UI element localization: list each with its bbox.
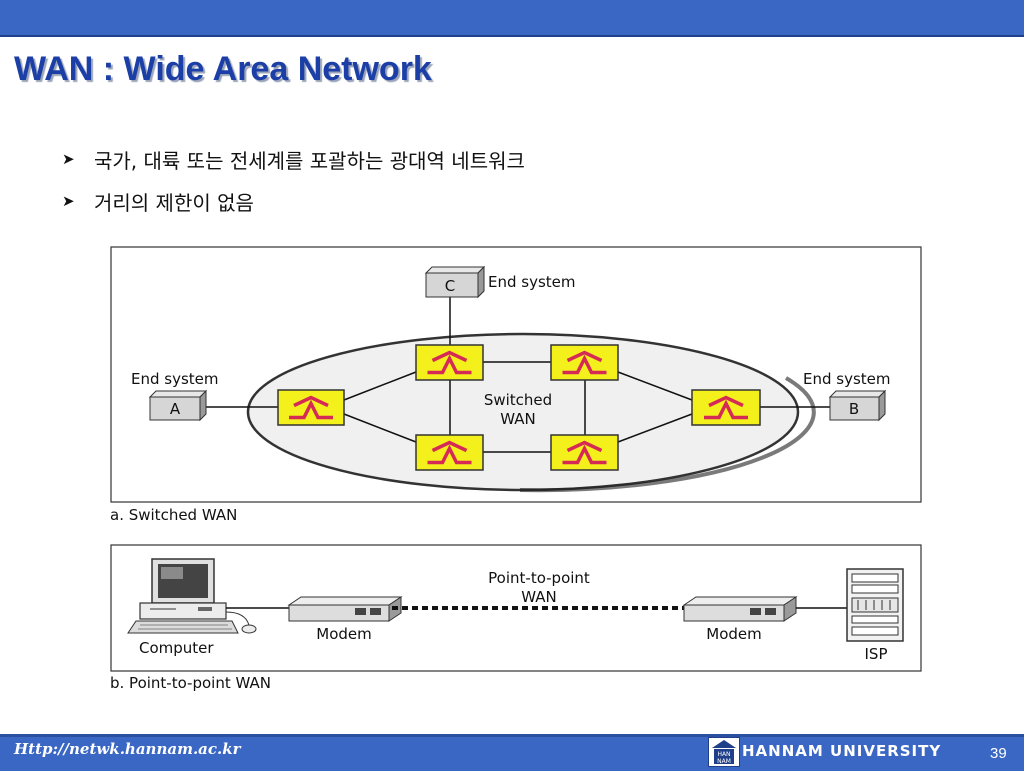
wan-links — [205, 297, 830, 453]
slide-title: WAN : Wide Area Network — [14, 50, 432, 88]
isp-label: ISP — [865, 645, 888, 663]
bullet-text: 거리의 제한이 없음 — [94, 190, 254, 215]
switch-node — [550, 434, 619, 471]
computer-label: Computer — [139, 639, 214, 657]
end-system-a-letter: A — [170, 400, 181, 418]
modem-icon — [287, 596, 403, 622]
bullet-list: ➤ 국가, 대륙 또는 전세계를 포괄하는 광대역 네트워크 ➤ 거리의 제한이… — [62, 138, 525, 222]
figure-a-caption: a. Switched WAN — [110, 506, 237, 524]
bullet-item: ➤ 국가, 대륙 또는 전세계를 포괄하는 광대역 네트워크 — [62, 138, 525, 180]
bullet-arrow-icon: ➤ — [62, 192, 75, 210]
switched-wan-label: WAN — [500, 410, 536, 428]
end-system-c-letter: C — [445, 277, 455, 295]
cloud-shadow — [519, 376, 816, 493]
switch-node — [415, 344, 484, 381]
university-name: HANNAM UNIVERSITY — [742, 742, 942, 760]
switch-node — [691, 389, 761, 426]
modem-right-label: Modem — [706, 625, 761, 643]
bullet-arrow-icon: ➤ — [62, 150, 75, 168]
end-system-b: B — [828, 389, 887, 422]
switch-node — [415, 434, 484, 471]
server-icon — [846, 568, 904, 642]
bullet-text: 국가, 대륙 또는 전세계를 포괄하는 광대역 네트워크 — [94, 148, 525, 173]
switched-wan-label: Switched — [484, 391, 552, 409]
bullet-item: ➤ 거리의 제한이 없음 — [62, 180, 525, 222]
modem-left-label: Modem — [316, 625, 371, 643]
switch-node — [550, 344, 619, 381]
end-system-b-letter: B — [849, 400, 859, 418]
computer-icon — [127, 558, 257, 634]
svg-text:HAN: HAN — [717, 751, 730, 758]
footer-bar — [0, 734, 1024, 771]
switched-wan-diagram: Switched WAN C End system A End system B… — [110, 246, 922, 524]
end-system-b-label: End system — [803, 370, 891, 388]
end-system-a: A — [148, 389, 208, 422]
point-to-point-label: Point-to-point — [488, 569, 590, 587]
svg-text:NAM: NAM — [717, 758, 731, 765]
university-logo-icon: HAN NAM — [708, 737, 740, 767]
point-to-point-label: WAN — [521, 588, 557, 606]
point-to-point-wan-diagram: Computer Modem Point-to-point WAN Modem — [110, 544, 922, 692]
switch-node — [277, 389, 345, 426]
modem-icon — [682, 596, 798, 622]
figure-b-caption: b. Point-to-point WAN — [110, 674, 271, 692]
top-banner — [0, 0, 1024, 37]
end-system-c: C — [424, 265, 486, 299]
footer-url: Http://netwk.hannam.ac.kr — [14, 740, 241, 758]
end-system-a-label: End system — [131, 370, 219, 388]
page-number: 39 — [990, 745, 1007, 762]
end-system-c-label: End system — [488, 273, 576, 291]
